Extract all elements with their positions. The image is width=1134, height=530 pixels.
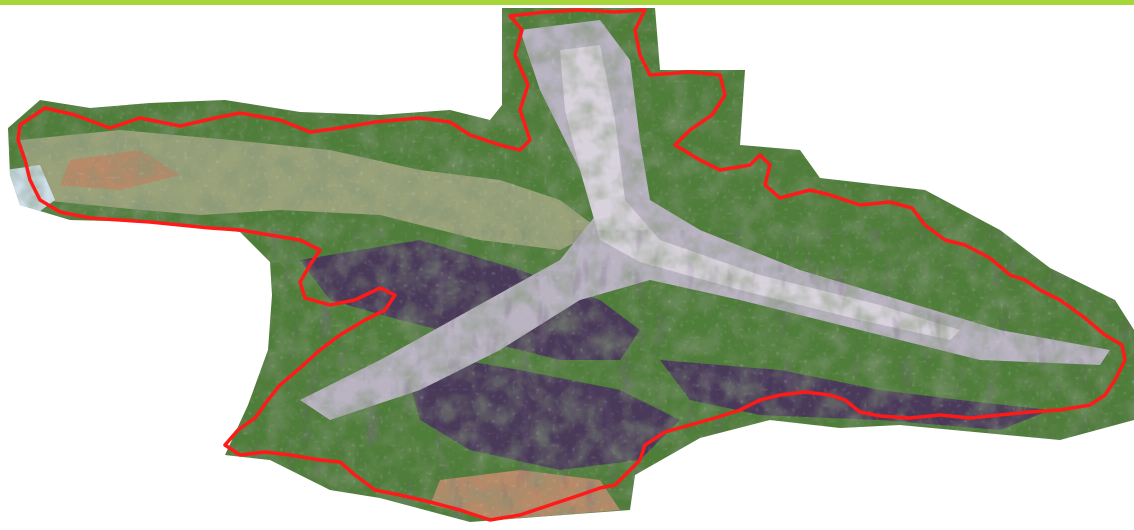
district-boundary-line: [16, 8, 1127, 522]
header-accent-bar: [0, 0, 1134, 5]
